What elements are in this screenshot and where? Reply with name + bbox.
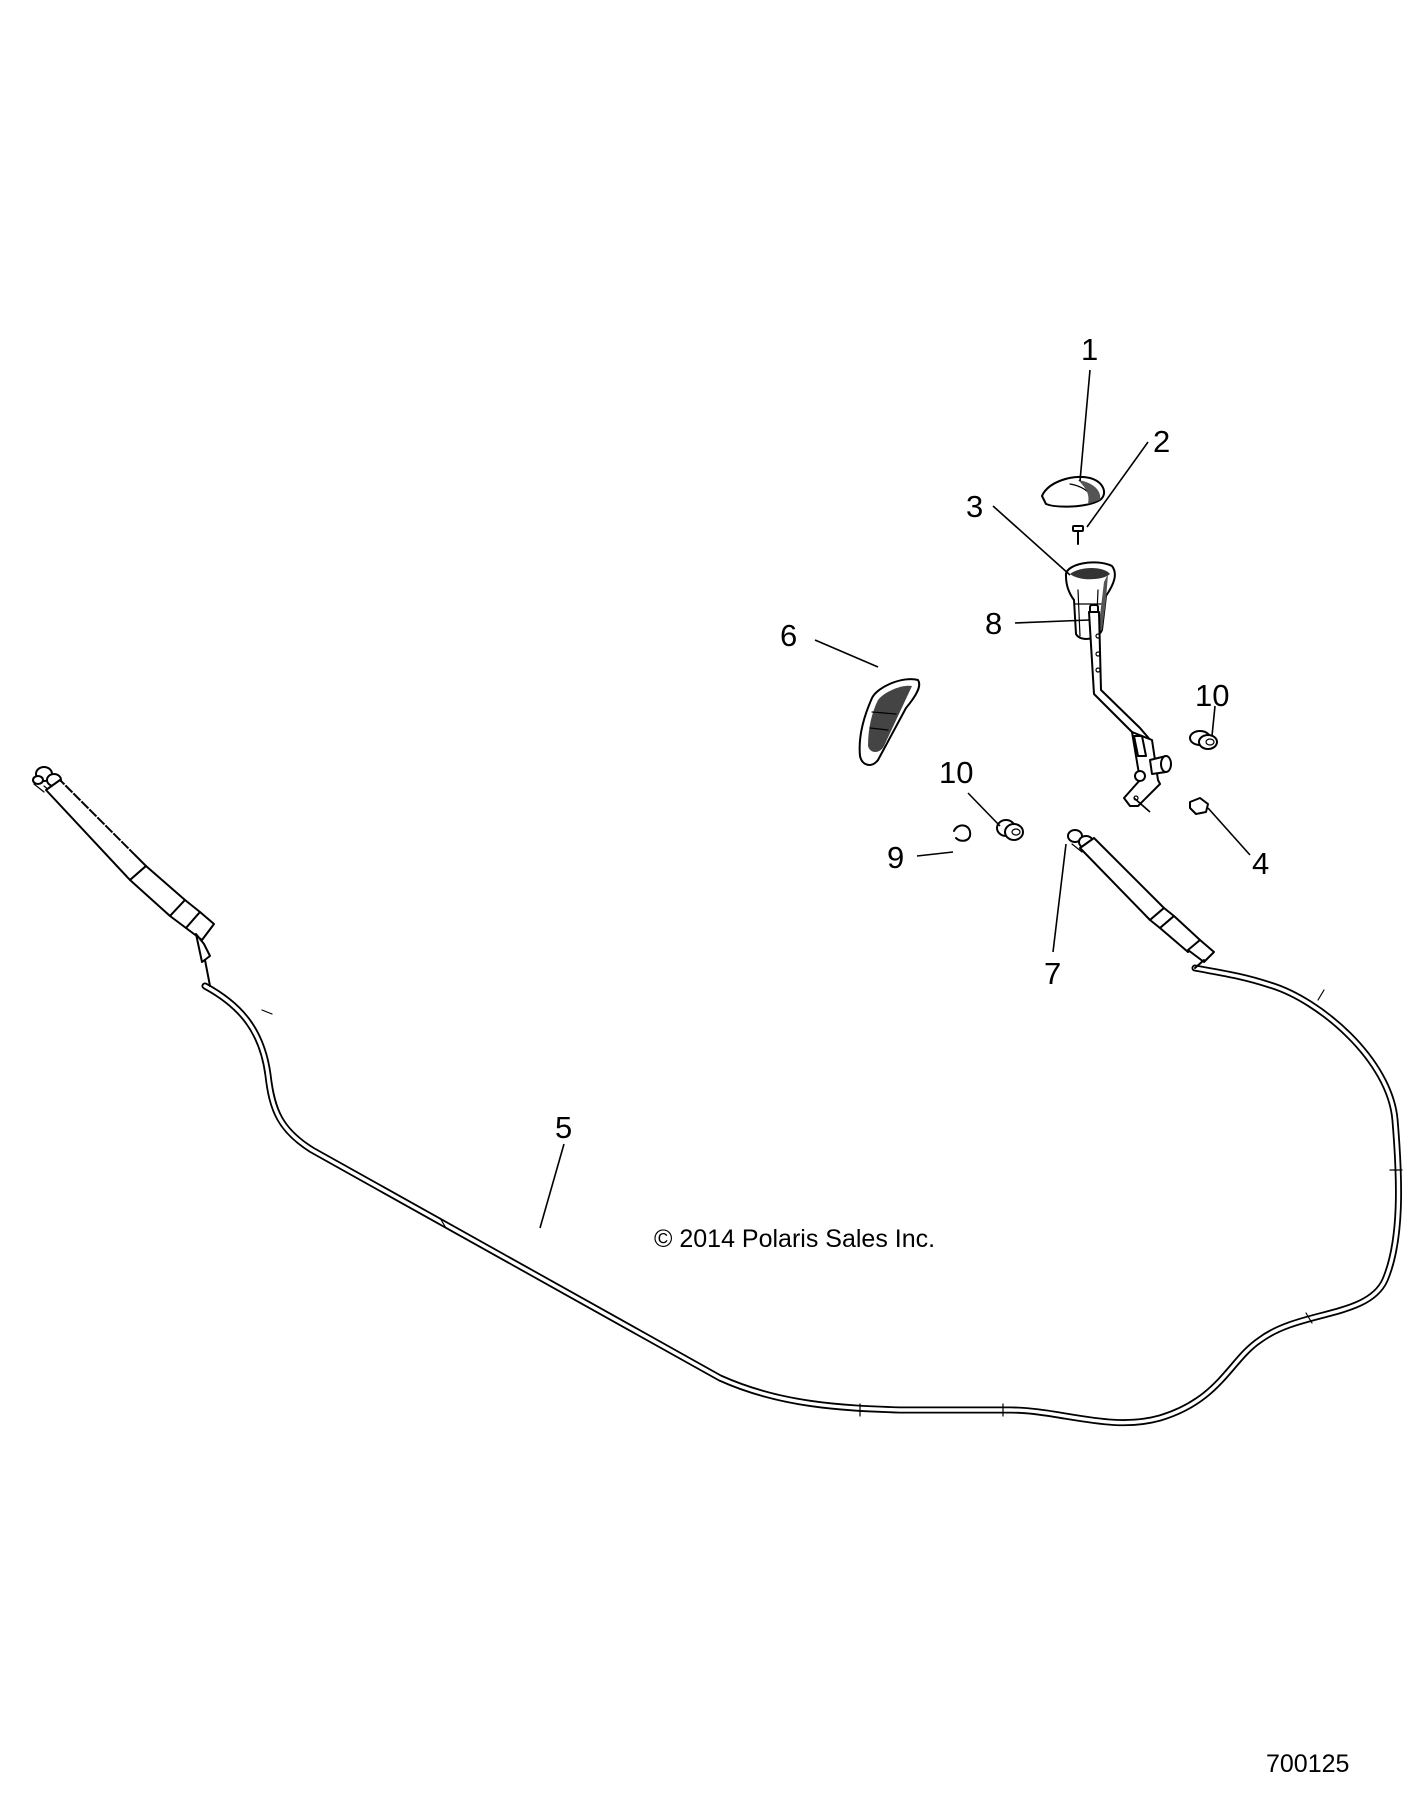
callout-1: 1	[1081, 332, 1098, 367]
callout-labels: 1 2 3 4 5 6 7 8 9 10 10	[555, 332, 1269, 1145]
shift-lever	[1088, 604, 1172, 807]
cable-right-boot	[1079, 837, 1215, 969]
callout-5: 5	[555, 1110, 572, 1145]
callout-4: 4	[1252, 846, 1269, 881]
bushing-upper	[1189, 730, 1218, 750]
callout-7: 7	[1044, 956, 1061, 991]
cable-left-boot	[45, 779, 215, 987]
callout-6: 6	[780, 618, 797, 653]
trim-bezel	[858, 678, 921, 766]
shift-cable	[32, 766, 1403, 1427]
callout-10-upper: 10	[1195, 678, 1229, 713]
callout-8: 8	[985, 606, 1002, 641]
nut	[1189, 797, 1209, 815]
leader-lines	[539, 369, 1251, 1229]
copyright-notice: © 2014 Polaris Sales Inc.	[654, 1225, 935, 1253]
callout-3: 3	[966, 489, 983, 524]
bushing-lower	[996, 819, 1024, 841]
e-clip	[953, 824, 972, 842]
callout-9: 9	[887, 840, 904, 875]
callout-10-lower: 10	[939, 755, 973, 790]
callout-2: 2	[1153, 424, 1170, 459]
figure-number: 700125	[1266, 1750, 1349, 1778]
shift-knob-cap	[1041, 476, 1106, 508]
screw	[1072, 525, 1084, 545]
